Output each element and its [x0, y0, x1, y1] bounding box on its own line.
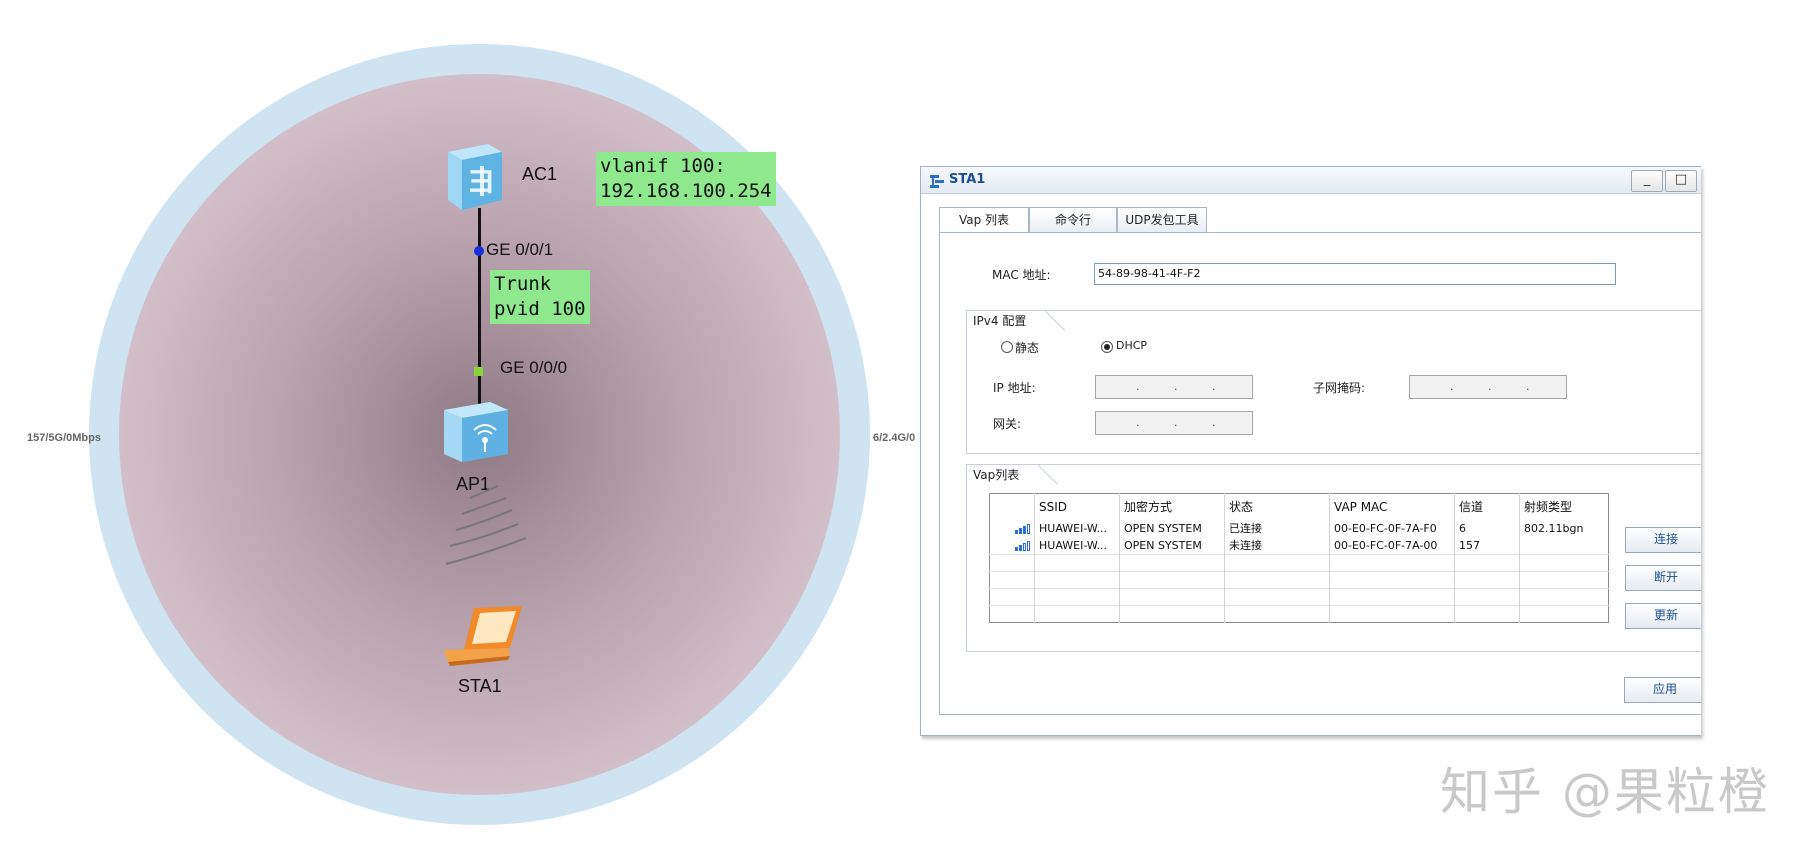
ap-name-label: AP1 [456, 474, 491, 494]
sta1-config-window[interactable]: STA1 _ □ Vap 列表 命令行 UDP发包工具 MAC 地址: 54-8… [920, 166, 1701, 736]
subnet-mask-field[interactable]: . . . [1409, 375, 1567, 399]
table-row[interactable]: HUAWEI-W... OPEN SYSTEM 未连接 00-E0-FC-0F-… [990, 537, 1609, 555]
col-radio-type: 射频类型 [1519, 493, 1609, 520]
vap-table: SSID 加密方式 状态 VAP MAC 信道 射频类型 HUAWEI-W... [989, 493, 1609, 623]
ssid-cell: HUAWEI-W... [1034, 537, 1120, 555]
dhcp-radio[interactable] [1101, 341, 1113, 353]
ethernet-link[interactable] [478, 208, 481, 406]
rate-label-2g: 6/2.4G/0 [873, 432, 916, 444]
laptop-icon[interactable] [440, 604, 526, 668]
table-row [989, 554, 1609, 572]
ac-port-dot [474, 246, 484, 256]
channel-cell: 157 [1454, 537, 1520, 555]
watermark-text: 知乎 @果粒橙 [1440, 763, 1770, 821]
rate-label-5g: 157/5G/0Mbps [27, 432, 101, 444]
apply-button[interactable]: 应用 [1624, 677, 1701, 703]
radio-type-cell: 802.11bgn [1519, 520, 1609, 537]
ap-port-dot [474, 367, 483, 376]
ssid-cell: HUAWEI-W... [1034, 520, 1120, 537]
mac-address-label: MAC 地址: [992, 268, 1051, 282]
ip-address-label: IP 地址: [993, 381, 1036, 395]
encryption-cell: OPEN SYSTEM [1119, 520, 1225, 537]
ac-port-label: GE 0/0/1 [486, 240, 554, 259]
ipv4-config-legend: IPv4 配置 [966, 310, 1047, 331]
radio-type-cell [1519, 537, 1609, 555]
ap-port-label: GE 0/0/0 [500, 358, 568, 377]
sta-name-label: STA1 [458, 676, 502, 696]
gateway-field[interactable]: . . . [1095, 411, 1253, 435]
maximize-button[interactable]: □ [1665, 170, 1697, 192]
subnet-mask-label: 子网掩码: [1313, 381, 1366, 395]
col-signal [990, 494, 1035, 521]
connect-button[interactable]: 连接 [1625, 527, 1701, 553]
encryption-cell: OPEN SYSTEM [1119, 537, 1225, 555]
vap-list-group: Vap列表 SSID 加密方式 状态 VAP MAC 信道 射频类型 [966, 464, 1701, 652]
status-cell: 未连接 [1224, 537, 1330, 555]
col-status: 状态 [1224, 493, 1330, 520]
col-channel: 信道 [1454, 493, 1520, 520]
signal-strength-icon [1015, 524, 1030, 534]
window-titlebar[interactable]: STA1 _ □ [921, 167, 1701, 194]
table-row [989, 605, 1609, 623]
vap-mac-cell: 00-E0-FC-0F-7A-F0 [1329, 520, 1455, 537]
vap-mac-cell: 00-E0-FC-0F-7A-00 [1329, 537, 1455, 555]
mac-address-field[interactable]: 54-89-98-41-4F-F2 [1094, 263, 1616, 285]
disconnect-button[interactable]: 断开 [1625, 565, 1701, 591]
wifi-signal-waves-icon [445, 485, 527, 565]
table-row[interactable]: HUAWEI-W... OPEN SYSTEM 已连接 00-E0-FC-0F-… [990, 520, 1609, 537]
tab-command-line[interactable]: 命令行 [1029, 207, 1117, 232]
vlanif-note[interactable]: vlanif 100: 192.168.100.254 [596, 152, 776, 206]
table-header-row: SSID 加密方式 状态 VAP MAC 信道 射频类型 [990, 493, 1609, 521]
tab-udp-tool[interactable]: UDP发包工具 [1117, 207, 1207, 232]
ac-controller-icon[interactable]: ヨ [440, 142, 506, 212]
col-ssid: SSID [1034, 493, 1120, 520]
col-encryption: 加密方式 [1119, 493, 1225, 520]
window-title: STA1 [949, 172, 986, 187]
table-row [989, 571, 1609, 589]
ip-address-field[interactable]: . . . [1095, 375, 1253, 399]
wireless-ap-icon[interactable] [440, 398, 512, 466]
ipv4-config-group: IPv4 配置 静态 DHCP IP 地址: . . . 子网掩码: . . .… [966, 310, 1701, 454]
trunk-note[interactable]: Trunk pvid 100 [490, 270, 590, 324]
static-radio-label: 静态 [1015, 341, 1040, 355]
dhcp-radio-label: DHCP [1116, 339, 1148, 352]
table-row [989, 588, 1609, 606]
col-vap-mac: VAP MAC [1329, 493, 1455, 520]
topology-canvas[interactable]: ヨ AC1 GE 0/0/1 vlanif 100: 192.168.100.2… [0, 0, 930, 848]
ac-name-label: AC1 [522, 164, 558, 184]
minimize-button[interactable]: _ [1631, 170, 1663, 192]
vap-list-legend: Vap列表 [966, 464, 1040, 485]
network-device-icon [929, 173, 945, 192]
static-radio[interactable] [1001, 341, 1013, 353]
gateway-label: 网关: [993, 417, 1022, 431]
refresh-button[interactable]: 更新 [1625, 603, 1701, 629]
tab-vap-list[interactable]: Vap 列表 [939, 207, 1029, 234]
signal-strength-icon [1015, 541, 1030, 551]
channel-cell: 6 [1454, 520, 1520, 537]
status-cell: 已连接 [1224, 520, 1330, 537]
vap-list-panel: MAC 地址: 54-89-98-41-4F-F2 IPv4 配置 静态 DHC… [939, 232, 1701, 715]
